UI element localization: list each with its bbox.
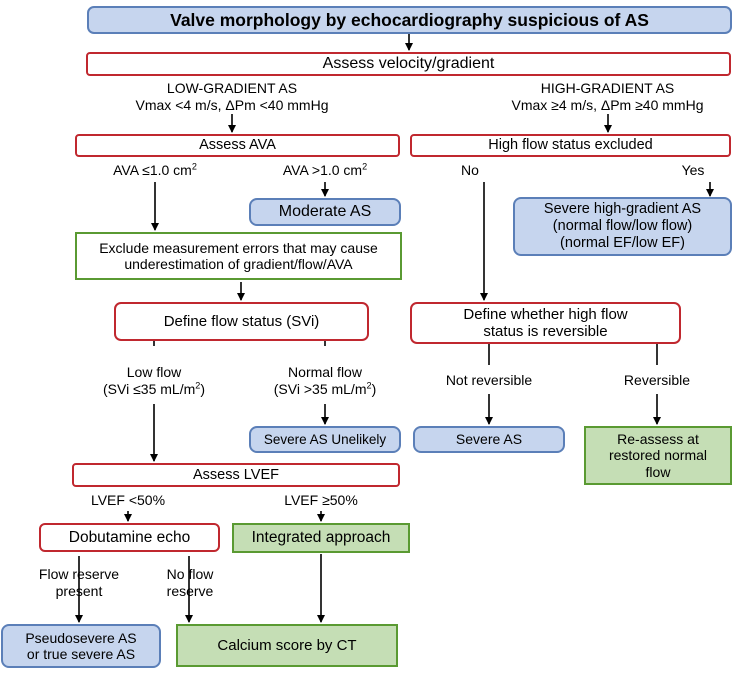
assess-velocity-text: Assess velocity/gradient bbox=[322, 54, 495, 72]
low-gradient-title: LOW-GRADIENT AS bbox=[166, 80, 298, 96]
severe-high-gradient-line1: Severe high-gradient AS bbox=[543, 201, 702, 218]
moderate-as-box: Moderate AS bbox=[249, 198, 401, 226]
assess-velocity-box: Assess velocity/gradient bbox=[86, 52, 731, 76]
reassess-line2: restored normal bbox=[608, 447, 708, 464]
define-flow-status-box: Define flow status (SVi) bbox=[114, 302, 369, 341]
no-flow-reserve-line2: reserve bbox=[166, 582, 214, 599]
no-text: No bbox=[461, 162, 479, 178]
flow-reserve-line2: present bbox=[55, 582, 103, 599]
low-flow-title: Low flow bbox=[126, 364, 182, 380]
not-reversible-text: Not reversible bbox=[445, 372, 533, 388]
lvef-low-label: LVEF <50% bbox=[73, 492, 183, 509]
ava-small-sup: 2 bbox=[191, 161, 197, 172]
low-gradient-criteria: Vmax <4 m/s, ΔPm <40 mmHg bbox=[135, 96, 329, 113]
pseudosevere-box: Pseudosevere AS or true severe AS bbox=[1, 624, 161, 668]
low-flow-criteria: (SVi ≤35 mL/m bbox=[103, 380, 196, 397]
define-reversible-line2: status is reversible bbox=[483, 323, 608, 340]
not-reversible-label: Not reversible bbox=[429, 372, 549, 389]
low-gradient-label: LOW-GRADIENT AS Vmax <4 m/s, ΔPm <40 mmH… bbox=[82, 80, 382, 113]
flow-reserve-label: Flow reserve present bbox=[24, 566, 134, 599]
reversible-text: Reversible bbox=[623, 372, 691, 388]
assess-ava-text: Assess AVA bbox=[199, 137, 276, 154]
lvef-high-label: LVEF ≥50% bbox=[266, 492, 376, 509]
ava-small-label: AVA ≤1.0 cm2 bbox=[85, 162, 225, 179]
high-gradient-title: HIGH-GRADIENT AS bbox=[540, 80, 675, 96]
low-flow-close: ) bbox=[200, 380, 205, 397]
flow-reserve-line1: Flow reserve bbox=[38, 566, 120, 582]
integrated-approach-box: Integrated approach bbox=[232, 523, 410, 553]
reassess-box: Re-assess at restored normal flow bbox=[584, 426, 732, 485]
high-flow-excluded-box: High flow status excluded bbox=[410, 134, 731, 157]
reassess-line3: flow bbox=[645, 463, 671, 480]
exclude-errors-line2: underestimation of gradient/flow/AVA bbox=[124, 256, 353, 272]
no-flow-reserve-line1: No flow bbox=[166, 566, 214, 582]
calcium-score-box: Calcium score by CT bbox=[176, 624, 398, 667]
exclude-errors-line1: Exclude measurement errors that may caus… bbox=[99, 239, 378, 256]
calcium-score-text: Calcium score by CT bbox=[217, 636, 357, 654]
pseudosevere-line1: Pseudosevere AS bbox=[25, 629, 137, 646]
ava-large-text: AVA >1.0 cm bbox=[282, 162, 363, 178]
assess-lvef-text: Assess LVEF bbox=[193, 466, 279, 483]
define-reversible-line1: Define whether high flow bbox=[463, 305, 628, 323]
lvef-low-text: LVEF <50% bbox=[90, 492, 166, 508]
normal-flow-label: Normal flow (SVi >35 mL/m2) bbox=[255, 364, 395, 397]
ava-large-sup: 2 bbox=[362, 161, 368, 172]
assess-lvef-box: Assess LVEF bbox=[72, 463, 400, 487]
severe-high-gradient-line3: (normal EF/low EF) bbox=[560, 234, 685, 251]
high-flow-excluded-text: High flow status excluded bbox=[488, 137, 653, 154]
title-box: Valve morphology by echocardiography sus… bbox=[87, 6, 732, 34]
pseudosevere-line2: or true severe AS bbox=[26, 646, 136, 662]
integrated-approach-text: Integrated approach bbox=[251, 529, 391, 547]
severe-as-box: Severe AS bbox=[413, 426, 565, 453]
severe-as-unlikely-box: Severe AS Unelikely bbox=[249, 426, 401, 453]
yes-label: Yes bbox=[676, 162, 710, 179]
normal-flow-sup: 2 bbox=[366, 379, 372, 390]
dobutamine-echo-box: Dobutamine echo bbox=[39, 523, 220, 552]
low-flow-sup: 2 bbox=[195, 379, 201, 390]
ava-small-text: AVA ≤1.0 cm bbox=[113, 162, 192, 178]
high-gradient-criteria: Vmax ≥4 m/s, ΔPm ≥40 mmHg bbox=[511, 96, 704, 113]
moderate-as-text: Moderate AS bbox=[278, 202, 372, 220]
reassess-line1: Re-assess at bbox=[617, 431, 699, 448]
exclude-errors-box: Exclude measurement errors that may caus… bbox=[75, 232, 402, 280]
no-label: No bbox=[455, 162, 485, 179]
low-flow-label: Low flow (SVi ≤35 mL/m2) bbox=[84, 364, 224, 397]
title-text: Valve morphology by echocardiography sus… bbox=[170, 9, 649, 30]
severe-as-unlikely-text: Severe AS Unelikely bbox=[263, 431, 387, 447]
define-reversible-box: Define whether high flow status is rever… bbox=[410, 302, 681, 344]
define-flow-status-text: Define flow status (SVi) bbox=[163, 312, 320, 330]
reversible-label: Reversible bbox=[607, 372, 707, 389]
normal-flow-title: Normal flow bbox=[288, 364, 362, 380]
lvef-high-text: LVEF ≥50% bbox=[284, 492, 358, 508]
severe-as-text: Severe AS bbox=[455, 431, 523, 448]
normal-flow-criteria: (SVi >35 mL/m bbox=[273, 380, 367, 397]
dobutamine-echo-text: Dobutamine echo bbox=[68, 528, 191, 546]
severe-high-gradient-box: Severe high-gradient AS (normal flow/low… bbox=[513, 197, 732, 256]
severe-high-gradient-line2: (normal flow/low flow) bbox=[552, 218, 693, 235]
yes-text: Yes bbox=[681, 162, 705, 178]
normal-flow-close: ) bbox=[371, 380, 377, 397]
high-gradient-label: HIGH-GRADIENT AS Vmax ≥4 m/s, ΔPm ≥40 mm… bbox=[455, 80, 735, 113]
no-flow-reserve-label: No flow reserve bbox=[150, 566, 230, 599]
assess-ava-box: Assess AVA bbox=[75, 134, 400, 157]
ava-large-label: AVA >1.0 cm2 bbox=[255, 162, 395, 179]
